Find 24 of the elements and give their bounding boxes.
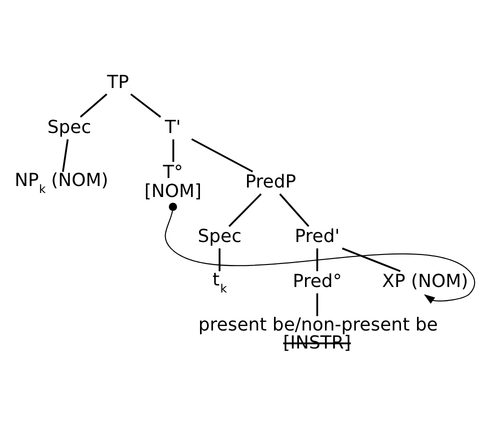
- connector: [228, 193, 262, 227]
- connector: [316, 248, 318, 272]
- node-text: PredP: [245, 171, 296, 192]
- node-text: Pred': [294, 226, 340, 248]
- node-text: T': [164, 116, 181, 138]
- connector: [130, 93, 162, 118]
- node-text: XP (NOM): [382, 271, 468, 292]
- node-text: Spec: [47, 116, 92, 138]
- arrow: [164, 202, 476, 304]
- node-text: T° [NOM]: [144, 162, 202, 202]
- node-text: Spec: [198, 226, 242, 248]
- node-text: NP$_{k}$ (NOM): [14, 170, 108, 196]
- connector: [172, 139, 174, 162]
- connector: [316, 293, 318, 316]
- connector: [62, 139, 69, 172]
- node-text: Pred°: [292, 271, 342, 292]
- connector: [342, 248, 401, 272]
- connector: [191, 138, 254, 172]
- connector: [218, 248, 220, 272]
- connector: [80, 94, 108, 118]
- connector: [279, 193, 310, 227]
- node-text: t$_{k}$: [212, 270, 227, 296]
- node-text: TP: [107, 72, 129, 93]
- node-text: present be/non-present be [INSTR]: [198, 314, 438, 354]
